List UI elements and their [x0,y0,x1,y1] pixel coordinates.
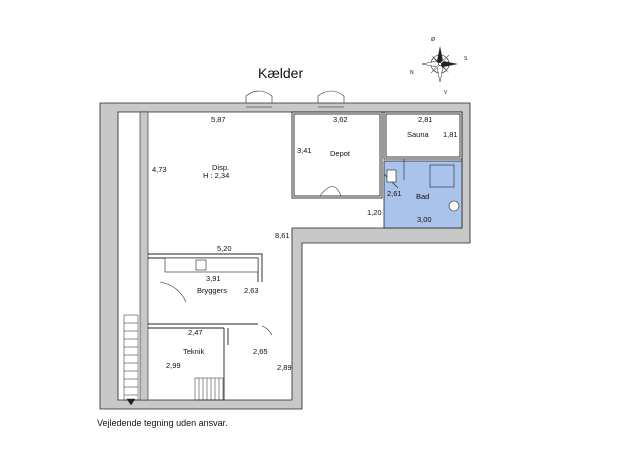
dim-1-20: 1,20 [367,208,382,217]
dim-3-41: 3,41 [297,146,312,155]
room-depot: Depot [330,149,351,158]
dim-2-81: 2,81 [418,115,433,124]
dim-3-00: 3,00 [417,215,432,224]
dim-8-61: 8,61 [275,231,290,240]
compass-south: V [444,90,448,96]
compass-north: Ø [431,37,435,43]
bathroom-area [383,160,463,229]
dim-5-87: 5,87 [211,115,226,124]
dim-2-65: 2,65 [253,347,268,356]
dim-3-91: 3,91 [206,274,221,283]
room-sauna: Sauna [407,130,430,139]
dim-2-99: 2,99 [166,361,181,370]
disclaimer: Vejledende tegning uden ansvar. [97,418,228,428]
room-bryggers: Bryggers [197,286,227,295]
room-bad: Bad [416,192,429,201]
dim-5-20: 5,20 [217,244,232,253]
room-teknik: Teknik [183,347,205,356]
toilet-icon [386,169,397,183]
room-disp-height: H : 2,34 [203,171,229,180]
stairs-left [123,314,139,406]
dim-4-73: 4,73 [152,165,167,174]
stairs-teknik [194,377,224,401]
dim-3-62: 3,62 [333,115,348,124]
stair-shaft-wall [139,111,149,401]
compass-icon [421,46,458,83]
basin-icon [448,200,460,212]
window-right [317,90,345,108]
dim-2-89: 2,89 [277,363,292,372]
dim-1-81: 1,81 [443,130,458,139]
doors [159,159,405,336]
compass-west: N [410,70,414,76]
room-disp: Disp. [212,163,229,172]
floor-title: Kælder [258,65,303,81]
sink-icon [195,259,207,271]
partition-walls [148,111,463,400]
window-left [245,90,273,108]
counter [164,257,259,273]
shower-icon [429,164,455,188]
compass-east: S [464,56,468,62]
dim-2-61: 2,61 [387,189,402,198]
dim-2-63: 2,63 [244,286,259,295]
dim-2-47: 2,47 [188,328,203,337]
